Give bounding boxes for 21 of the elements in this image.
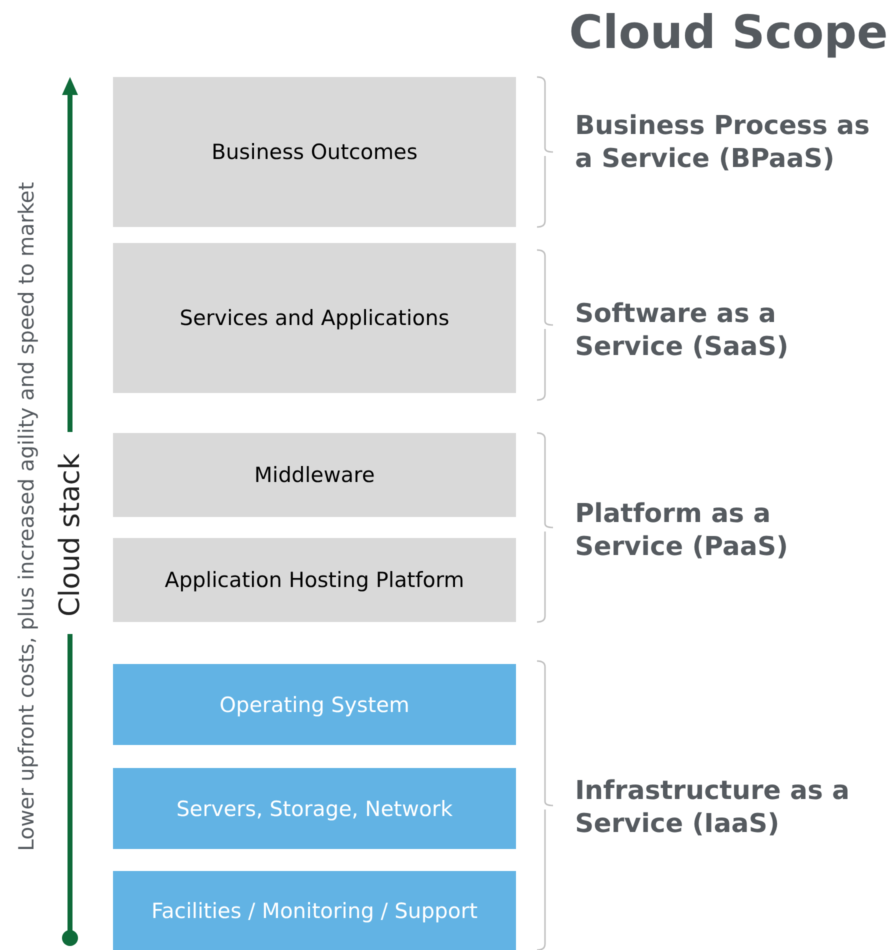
service-model-label: Platform as a Service (PaaS): [575, 498, 790, 564]
stack-layer-box: [113, 768, 516, 849]
layer-label: Operating System: [220, 692, 410, 718]
service-model-label: Infrastructure as a Service (IaaS): [575, 775, 851, 841]
stack-layer-box: [113, 77, 516, 227]
layer-label: Servers, Storage, Network: [176, 796, 453, 822]
service-model-label: Business Process as a Service (BPaaS): [575, 110, 871, 176]
axis-description: Lower upfront costs, plus increased agility and speed to market: [14, 180, 40, 852]
title: Cloud Scope: [569, 4, 888, 60]
layer-label: Business Outcomes: [211, 139, 418, 166]
axis-title: Cloud stack: [52, 452, 87, 619]
layer-label: Services and Applications: [180, 305, 450, 332]
stack-layer-box: [113, 243, 516, 393]
layer-label: Middleware: [254, 462, 375, 489]
stack-layer-box: [113, 538, 516, 622]
stack-layer-box: [113, 871, 516, 950]
stack-layer-box: [113, 664, 516, 745]
service-model-label: Software as a Service (SaaS): [575, 298, 790, 364]
stack-layer-box: [113, 433, 516, 517]
layer-label: Application Hosting Platform: [164, 567, 464, 594]
layer-label: Facilities / Monitoring / Support: [151, 898, 478, 924]
